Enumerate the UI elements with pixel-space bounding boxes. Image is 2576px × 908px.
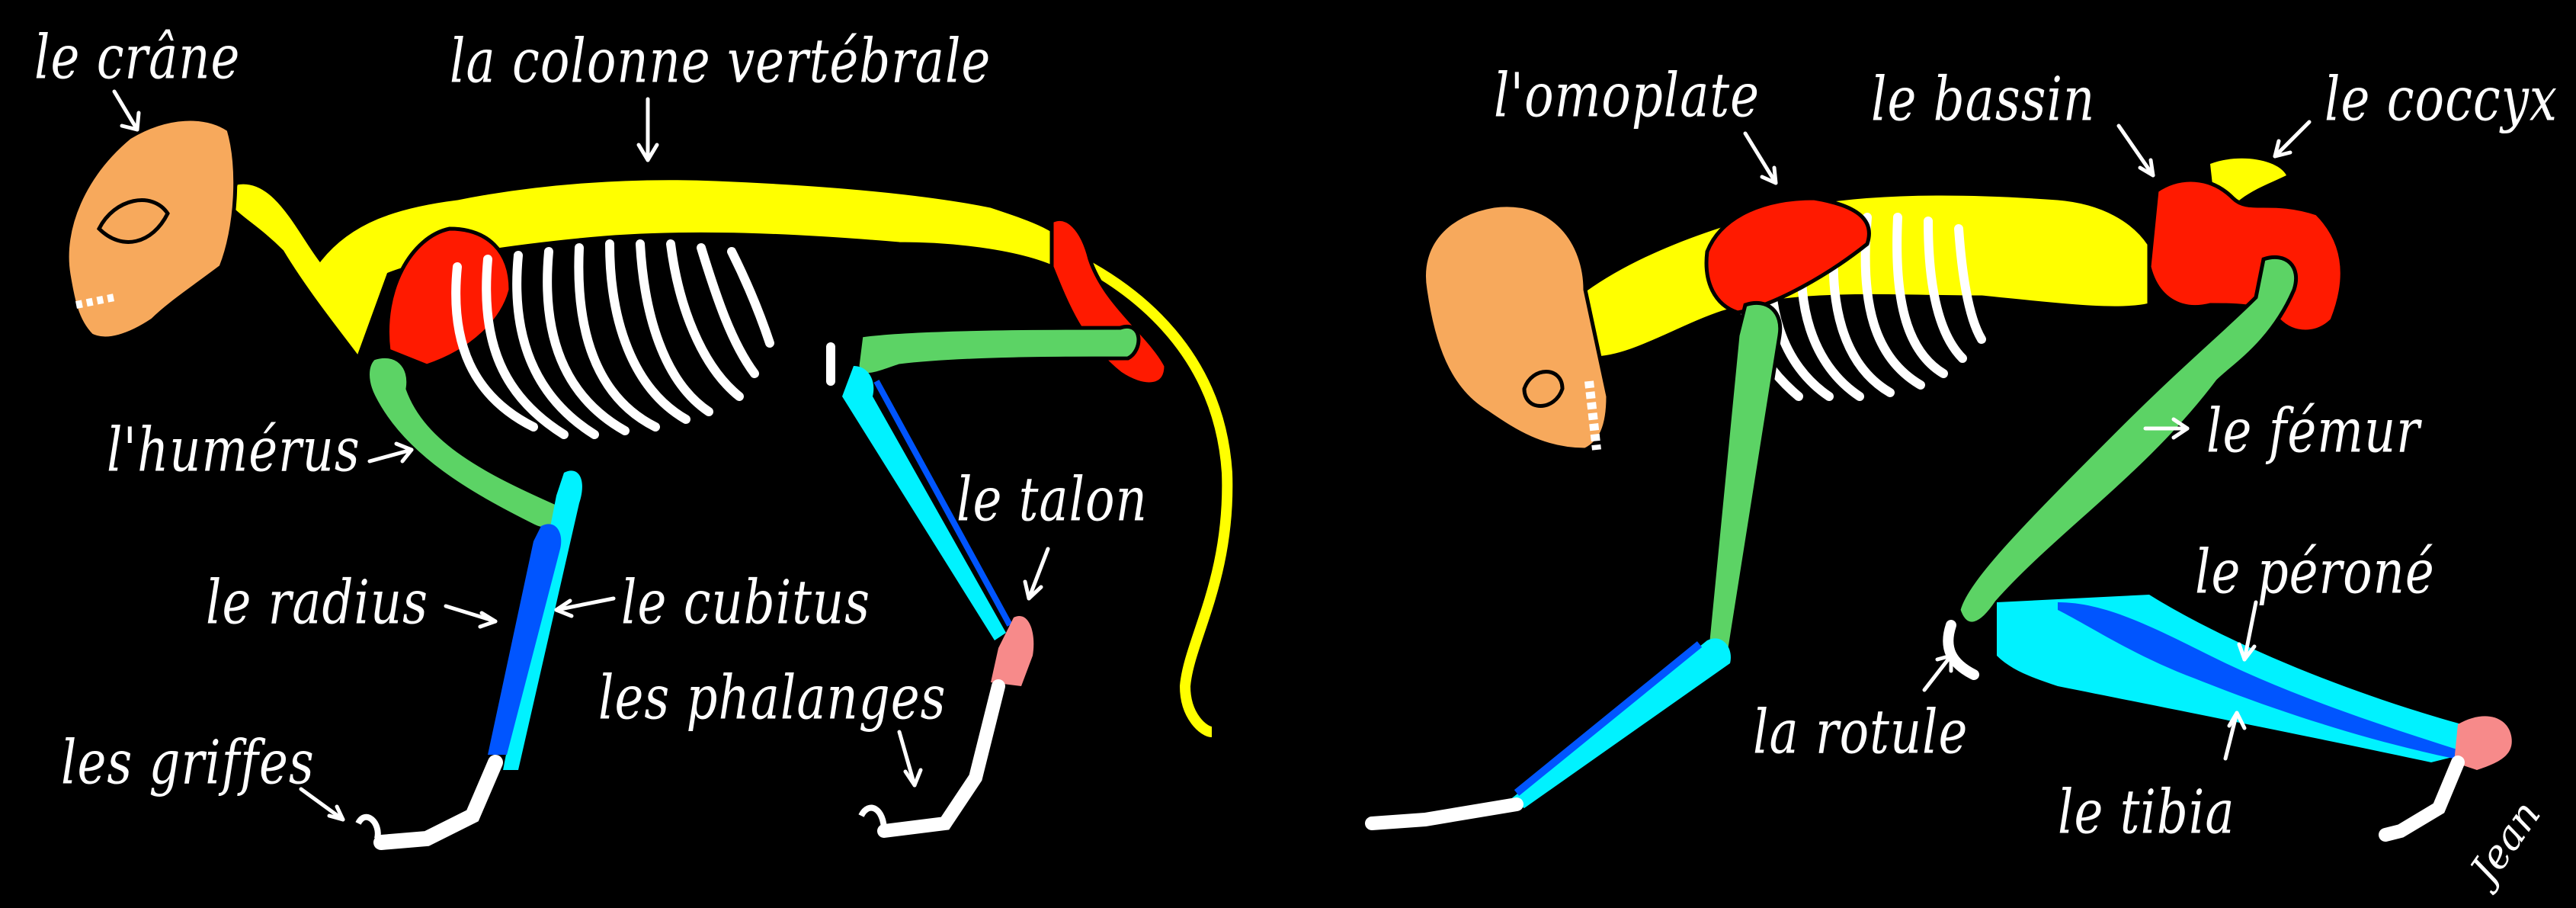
cat-hind-paw bbox=[877, 679, 1005, 838]
cat-radius bbox=[488, 524, 562, 755]
human-foot bbox=[2379, 756, 2465, 842]
cat-scapula bbox=[386, 226, 513, 368]
arrow-patella bbox=[1922, 653, 1953, 692]
label-coccyx: le coccyx bbox=[2324, 65, 2558, 136]
arrow-heel bbox=[1023, 547, 1050, 601]
arrow-femur bbox=[2143, 417, 2190, 440]
cat-ulna bbox=[503, 470, 582, 770]
human-femur bbox=[1956, 255, 2299, 626]
cat-teeth bbox=[75, 294, 115, 309]
human-scapula bbox=[1704, 196, 1871, 315]
label-ulna: le cubitus bbox=[621, 568, 870, 639]
label-patella: la rotule bbox=[1753, 698, 1969, 768]
human-hand bbox=[1365, 797, 1523, 830]
arrow-ulna bbox=[554, 596, 616, 618]
cat-eye-socket bbox=[96, 198, 170, 244]
cat-skeleton bbox=[65, 117, 1233, 850]
label-heel: le talon bbox=[956, 465, 1148, 536]
arrow-pelvis bbox=[2116, 124, 2155, 178]
human-eye-socket bbox=[1522, 370, 1565, 408]
arrow-fibula bbox=[2237, 600, 2258, 662]
label-spine: la colonne vertébrale bbox=[450, 27, 992, 98]
arrow-radius bbox=[444, 604, 498, 629]
label-claws: les griffes bbox=[61, 728, 315, 799]
label-fibula: le péroné bbox=[2195, 537, 2435, 608]
human-forearm-radius bbox=[1514, 641, 1703, 796]
human-heel bbox=[2454, 716, 2512, 770]
cat-femur bbox=[855, 324, 1141, 377]
label-tibia: le tibia bbox=[2058, 778, 2235, 849]
cat-skull bbox=[65, 117, 238, 341]
human-humerus bbox=[1705, 300, 1783, 662]
cat-fibula bbox=[873, 380, 1013, 627]
arrow-humerus bbox=[367, 441, 414, 464]
label-radius: le radius bbox=[206, 568, 428, 639]
label-femur: le fémur bbox=[2206, 396, 2421, 467]
arrow-tibia bbox=[2223, 711, 2247, 761]
cat-front-paw bbox=[373, 755, 503, 850]
label-scapula: l'omoplate bbox=[1494, 61, 1760, 132]
cat-tibia bbox=[842, 366, 1006, 640]
arrow-spine bbox=[636, 97, 659, 162]
label-skull: le crâne bbox=[34, 23, 241, 94]
cat-ribs bbox=[451, 239, 774, 439]
cat-front-claws bbox=[355, 813, 381, 839]
arrow-skull bbox=[112, 89, 141, 132]
label-humerus: l'humérus bbox=[107, 415, 360, 486]
human-skeleton bbox=[1365, 158, 2512, 842]
label-phalanges: les phalanges bbox=[598, 663, 947, 734]
cat-heel bbox=[991, 616, 1034, 686]
human-forearm-ulna bbox=[1509, 638, 1731, 808]
arrow-claws bbox=[299, 787, 345, 822]
annotation-arrows bbox=[112, 89, 2312, 822]
cat-hind-claws bbox=[858, 804, 887, 832]
label-pelvis: le bassin bbox=[1871, 65, 2096, 136]
human-fibula bbox=[2058, 602, 2462, 759]
human-teeth bbox=[1584, 380, 1601, 451]
arrow-coccyx bbox=[2273, 120, 2312, 159]
arrow-phalanges bbox=[897, 730, 923, 788]
cat-tail bbox=[1057, 246, 1233, 737]
human-skull bbox=[1422, 203, 1610, 452]
arrow-scapula bbox=[1743, 131, 1778, 185]
